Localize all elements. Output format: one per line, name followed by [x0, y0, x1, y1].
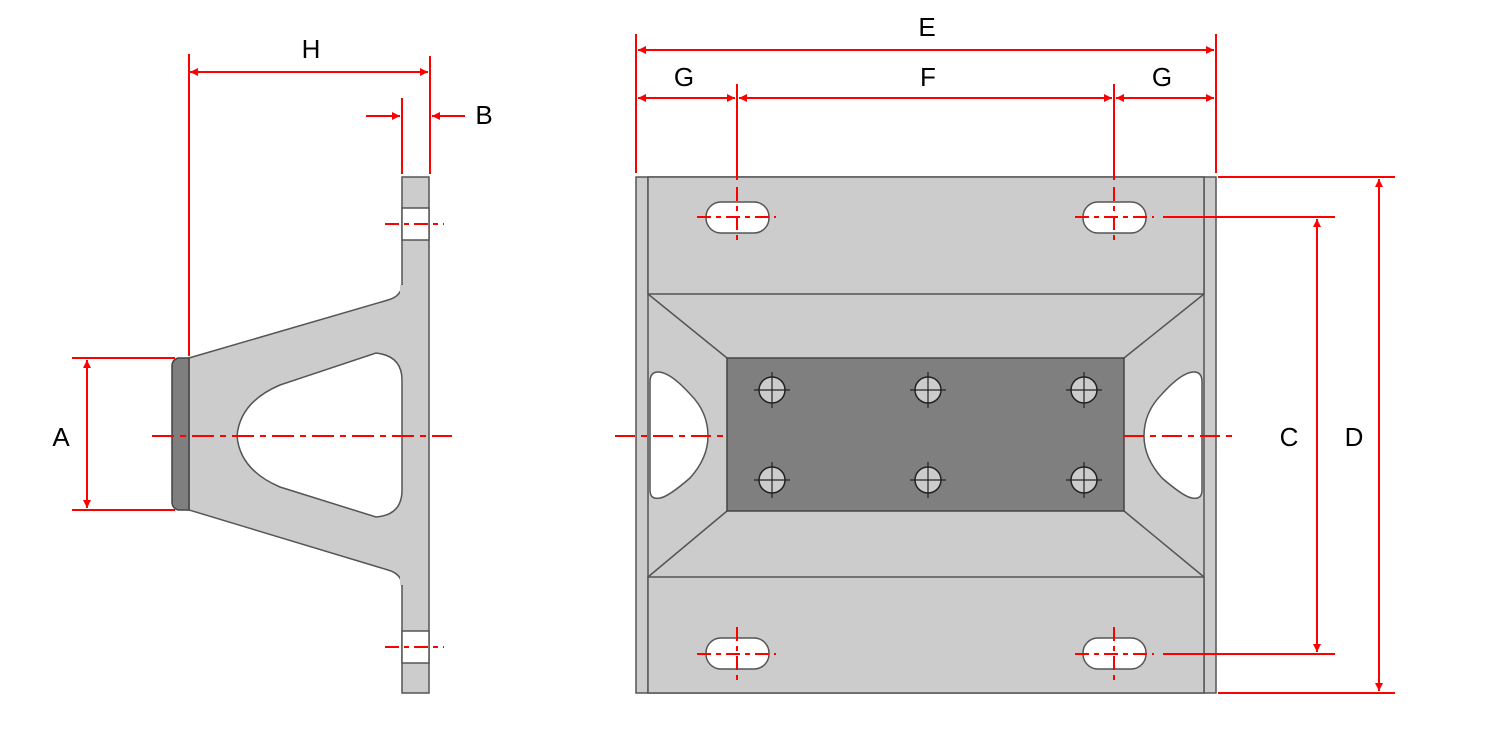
bolt-hole	[910, 372, 946, 408]
front-bottom-flange	[647, 576, 1205, 694]
dim-label-A: A	[52, 422, 70, 452]
dim-label-G-right: G	[1152, 62, 1172, 92]
dim-label-C: C	[1280, 422, 1299, 452]
bolt-hole	[1066, 372, 1102, 408]
dim-label-F: F	[920, 62, 936, 92]
bolt-hole	[1066, 462, 1102, 498]
front-top-flange	[647, 176, 1205, 295]
dim-label-H: H	[302, 34, 321, 64]
dim-label-E: E	[918, 12, 935, 42]
side-view-dimensions	[72, 54, 465, 648]
dim-label-B: B	[475, 100, 492, 130]
dim-label-D: D	[1345, 422, 1364, 452]
bolt-hole	[754, 462, 790, 498]
face-bolt-holes	[754, 372, 1102, 498]
front-view-dimensions	[615, 34, 1395, 694]
side-face-pad	[171, 357, 190, 511]
bolt-hole	[910, 462, 946, 498]
dim-label-G-left: G	[674, 62, 694, 92]
bolt-hole	[754, 372, 790, 408]
front-view	[635, 176, 1217, 694]
